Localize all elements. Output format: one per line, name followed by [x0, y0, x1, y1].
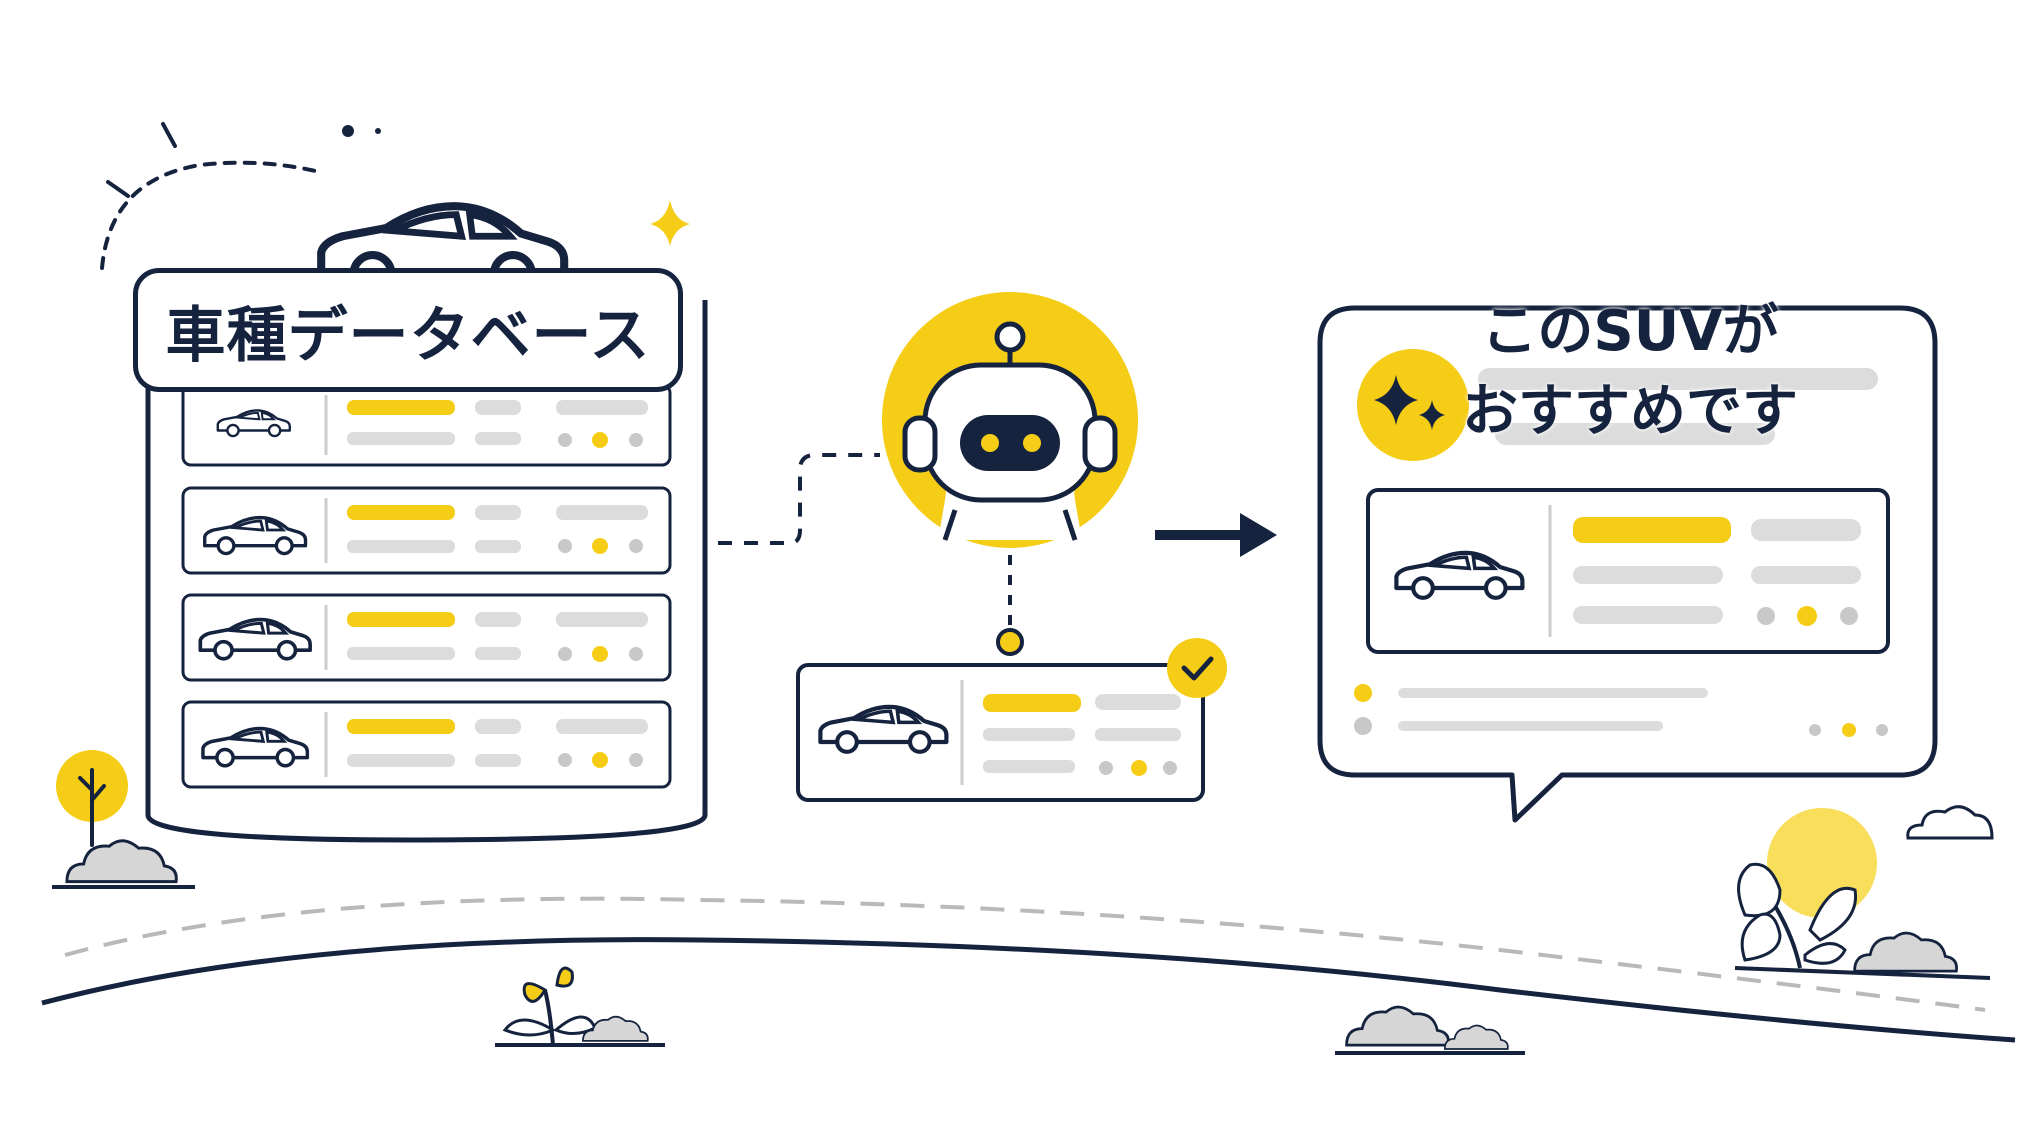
recommendation-line-2: おすすめです	[1462, 379, 1798, 444]
sunburst-decoration	[100, 122, 381, 270]
cloud-icon	[1345, 1005, 1451, 1047]
sparkle-icon	[1357, 349, 1469, 461]
robot-icon	[882, 292, 1138, 548]
sprout-icon	[502, 966, 597, 1046]
tree-icon	[56, 750, 128, 847]
recommendation-text: このSUVが おすすめです	[1440, 292, 1820, 452]
check-icon	[1167, 638, 1227, 698]
cloud-icon	[1853, 931, 1959, 973]
recommendation-bubble	[1317, 305, 1938, 823]
ground-line	[41, 937, 2016, 1043]
sparkle-icon	[650, 200, 690, 246]
candidate-card	[796, 638, 1227, 802]
cloud-icon	[65, 839, 178, 884]
cloud-icon	[1443, 1024, 1509, 1050]
database-row	[181, 593, 672, 682]
database-row	[181, 486, 672, 575]
plant-icon	[1737, 862, 1858, 969]
database-row	[181, 700, 672, 789]
database-title: 車種データベース	[133, 268, 683, 392]
cloud-icon	[1906, 805, 1994, 840]
cloud-icon	[581, 1015, 649, 1042]
road-dashed-line	[64, 896, 1986, 1012]
database-row	[181, 383, 672, 467]
sun-icon	[1767, 808, 1877, 918]
arrow-right-icon	[1155, 513, 1277, 557]
recommendation-line-1: このSUVが	[1481, 299, 1779, 364]
dashed-connector	[718, 453, 880, 545]
